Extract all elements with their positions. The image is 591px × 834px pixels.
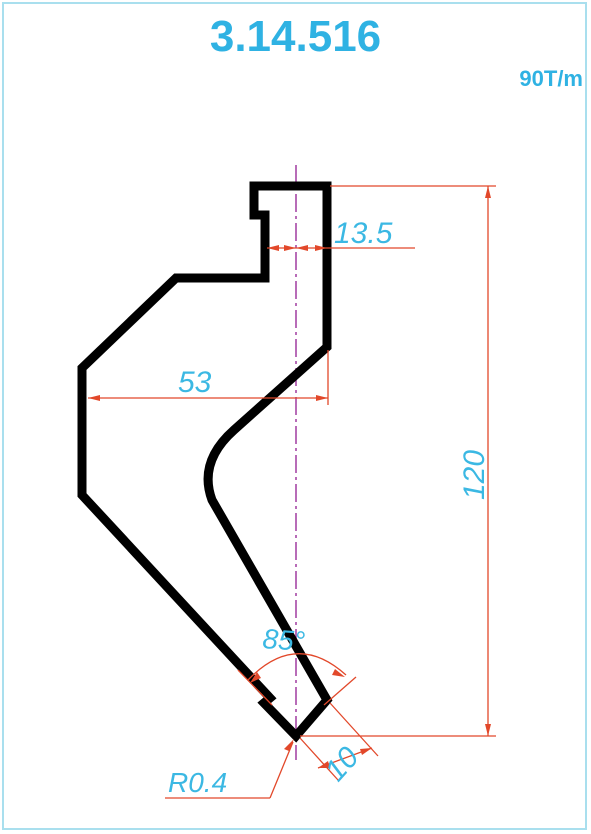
dim-height [300,185,496,737]
dim-tip-length-label: 10 [319,741,366,788]
dim-width-label: 53 [178,366,212,399]
dim-angle [237,653,357,706]
dim-height-label: 120 [458,450,491,500]
dim-tip-offset-label: 13.5 [334,217,393,250]
dim-tip-length [299,702,379,781]
dim-radius [165,739,294,799]
dim-width [88,350,329,405]
dim-radius-label: R0.4 [168,767,227,798]
capacity-label: 90T/m [519,66,583,91]
part-number-title: 3.14.516 [209,12,382,61]
dim-angle-label: 85° [262,623,306,657]
tool-profile [77,181,333,743]
dim-tip-offset [267,245,415,251]
